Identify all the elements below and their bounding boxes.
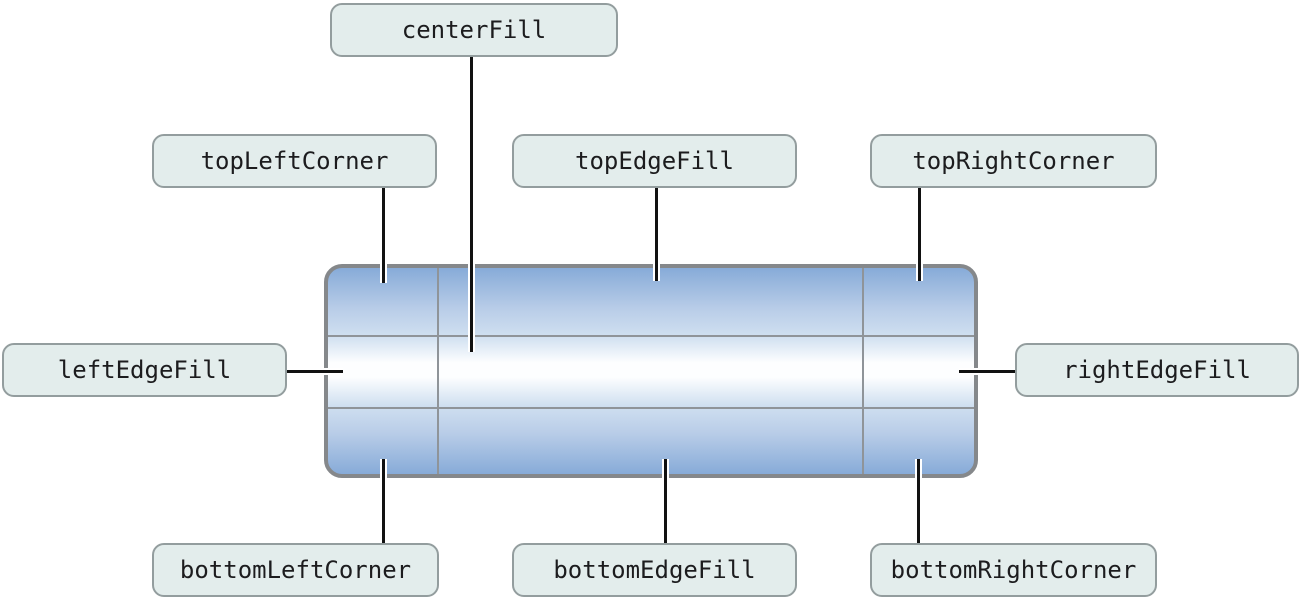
leader-line-bottomEdgeFill (664, 459, 667, 543)
leader-line-leftEdgeFill (287, 370, 343, 373)
callout-bottomEdgeFill: bottomEdgeFill (512, 543, 797, 597)
callout-rightEdgeFill: rightEdgeFill (1015, 343, 1299, 397)
callout-leftEdgeFill: leftEdgeFill (2, 343, 287, 397)
leader-line-bottomLeftCorner (382, 459, 385, 543)
leader-line-topRightCorner (918, 188, 921, 281)
callout-bottomRightCorner: bottomRightCorner (870, 543, 1157, 597)
callout-bottomLeftCorner: bottomLeftCorner (152, 543, 439, 597)
leader-line-rightEdgeFill (959, 370, 1015, 373)
nine-part-image (324, 264, 978, 478)
leader-line-centerFill (470, 57, 473, 352)
grid-line-horizontal-top (328, 335, 974, 337)
leader-line-topLeftCorner (382, 188, 385, 283)
grid-line-vertical-right (862, 268, 864, 474)
leader-line-topEdgeFill (655, 188, 658, 281)
callout-topRightCorner: topRightCorner (870, 134, 1157, 188)
callout-topEdgeFill: topEdgeFill (512, 134, 797, 188)
callout-topLeftCorner: topLeftCorner (152, 134, 437, 188)
leader-line-bottomRightCorner (917, 459, 920, 543)
grid-line-vertical-left (437, 268, 439, 474)
callout-centerFill: centerFill (330, 3, 618, 57)
grid-line-horizontal-bottom (328, 407, 974, 409)
